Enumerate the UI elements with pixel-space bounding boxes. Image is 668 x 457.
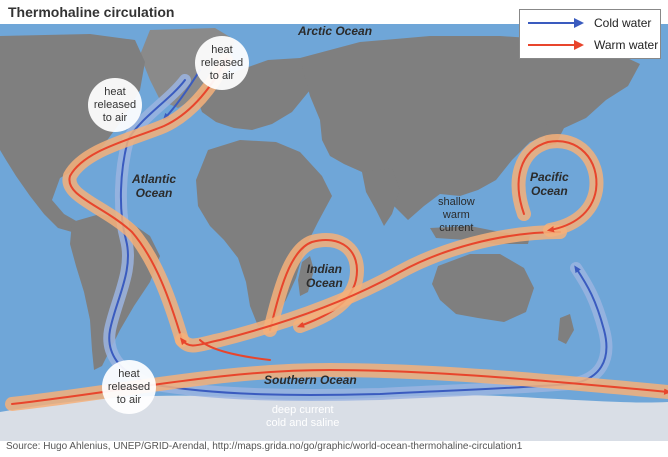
legend-warm: Warm water [526,36,660,54]
legend-warm-label: Warm water [594,38,659,52]
india-land [362,168,400,226]
africa-land [196,140,332,326]
gulf-stream [68,57,228,341]
heat-released-text-2: heat released to air [93,85,137,124]
indian-ocean-text: Indian Ocean [306,262,343,290]
atlantic-ocean-text: Atlantic Ocean [132,172,177,200]
atlantic-deep-current [108,79,186,386]
deep-current-label: deep current cold and saline [266,404,339,430]
heat-released-bubble-3: heat released to air [102,360,156,414]
antarctica-land [0,395,668,441]
legend-cold: Cold water [526,14,660,32]
southern-ocean-label: Southern Ocean [264,373,357,387]
warm-water-arrow-icon [528,40,584,50]
source-credit: Source: Hugo Ahlenius, UNEP/GRID-Arendal… [6,441,523,452]
indian-ocean-label: Indian Ocean [306,262,343,290]
map-title: Thermohaline circulation [8,4,175,20]
heat-released-bubble-2: heat released to air [88,78,142,132]
pacific-ocean-text: Pacific Ocean [530,170,569,198]
new-zealand-land [558,314,574,344]
arctic-ocean-label: Arctic Ocean [298,24,373,38]
southern-deep-current [149,265,608,396]
shallow-warm-current-text: shallow warm current [438,196,475,234]
pacific-ocean-loop [517,140,598,233]
pacific-ocean-label: Pacific Ocean [530,170,569,198]
madagascar-land [298,256,314,296]
warm-currents [5,53,668,411]
heat-released-text-1: heat released to air [200,43,244,82]
heat-released-text-3: heat released to air [107,367,151,406]
shallow-warm-current-label: shallow warm current [438,196,475,235]
legend: Cold water Warm water [519,9,661,59]
legend-cold-label: Cold water [594,16,652,30]
deep-current-text: deep current cold and saline [266,404,340,429]
atlantic-ocean-label: Atlantic Ocean [132,172,176,200]
australia-land [432,254,534,322]
agulhas-link-current [199,339,271,361]
cold-currents [103,69,613,401]
heat-released-bubble-1: heat released to air [195,36,249,90]
cold-water-arrow-icon [528,18,584,28]
